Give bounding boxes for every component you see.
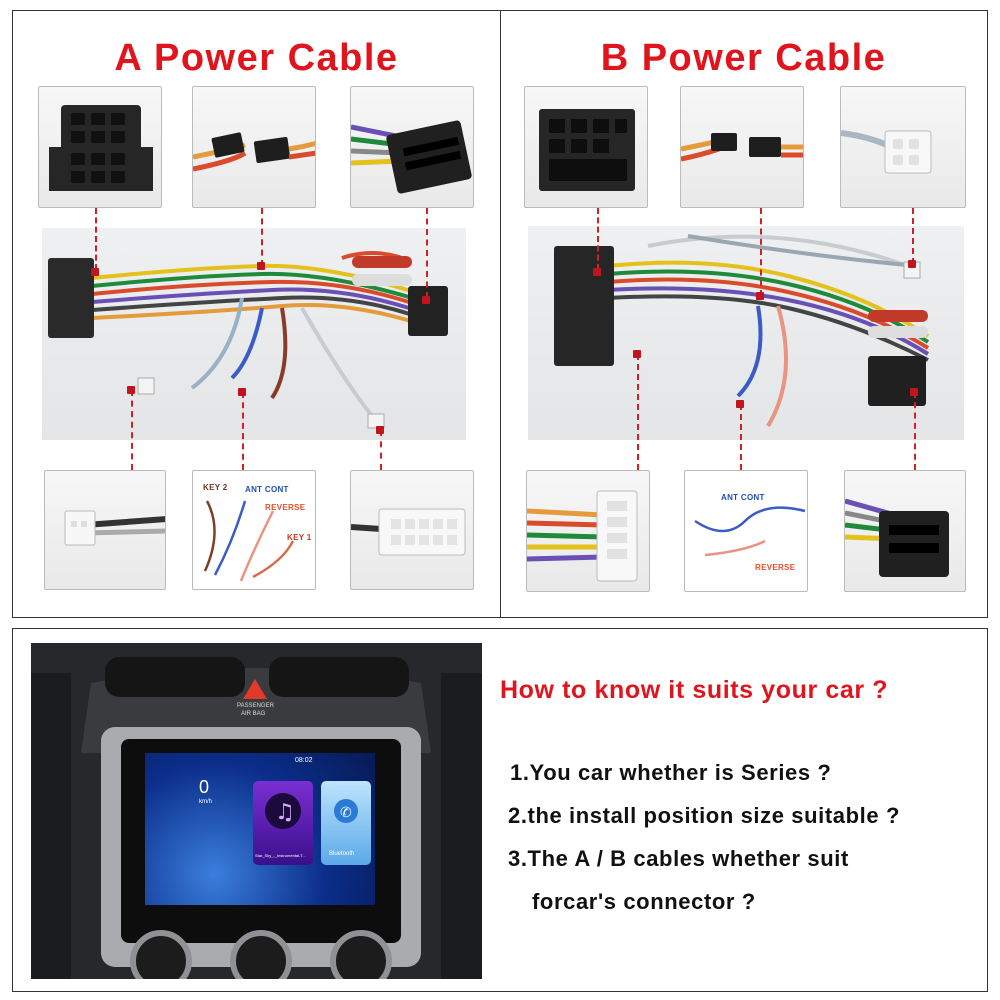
a-leader-power (261, 208, 263, 266)
a-iso-connector-image (38, 86, 162, 208)
bluetooth-label: Bluetooth (329, 851, 355, 857)
b-radio-connector-image (844, 470, 966, 592)
svg-text:♫: ♫ (275, 800, 295, 825)
b-harness-image (528, 226, 964, 440)
b-wire-labels-image: ANT CONT REVERSE (684, 470, 808, 592)
b-quadlock-connector-image (524, 86, 648, 208)
b-leader-dot-wires (736, 400, 744, 408)
a-key2-label: KEY 2 (203, 483, 228, 492)
clock-display: 08:02 (295, 757, 313, 764)
a-harness-image (42, 228, 466, 440)
b-leader-dot-white-plug (908, 260, 916, 268)
b-leader-white-plug (912, 208, 914, 264)
a-key1-label: KEY 1 (287, 533, 312, 542)
panel-divider (500, 11, 501, 617)
b-white-multi-plug-image (526, 470, 650, 592)
b-reverse-label: REVERSE (755, 563, 796, 572)
a-leader-white-plug (380, 430, 382, 470)
a-leader-dot-small-plug (127, 386, 135, 394)
a-white-multi-plug-image (350, 470, 474, 590)
music-caption: Star_Sky_-_Instrumental-T... (255, 853, 306, 858)
b-leader-dot-radio (910, 388, 918, 396)
requirement-3-continued: forcar's connector ? (532, 889, 756, 914)
b-power-cable-title: B Power Cable (600, 37, 887, 79)
a-small-white-plug-image (44, 470, 166, 590)
compatibility-question: How to know it suits your car ? (500, 676, 889, 704)
a-leader-dot-iso (91, 268, 99, 276)
a-leader-small-plug (131, 390, 133, 470)
a-reverse-label: REVERSE (265, 503, 306, 512)
a-power-plug-image (192, 86, 316, 208)
b-leader-dot-quadlock (593, 268, 601, 276)
a-radio-connector-image (350, 86, 474, 208)
head-unit-screen: 08:02 0 km/h ♫ Star_Sky_-_Instrumental-T… (145, 753, 375, 905)
a-leader-dot-white-plug (376, 426, 384, 434)
b-ant-cont-label: ANT CONT (721, 493, 765, 502)
a-leader-iso (95, 208, 97, 270)
a-leader-wires (242, 392, 244, 470)
b-leader-wires (740, 404, 742, 470)
a-power-cable-title: A Power Cable (114, 37, 399, 79)
b-power-plug-image (680, 86, 804, 208)
car-dashboard-photo: PASSENGER AIR BAG 08:02 0 km/h ♫ Star_Sk… (31, 643, 482, 979)
requirement-3: 3.The A / B cables whether suit (508, 846, 849, 871)
a-leader-dot-power (257, 262, 265, 270)
svg-text:✆: ✆ (340, 805, 352, 821)
music-app-tile[interactable]: ♫ Star_Sky_-_Instrumental-T... (253, 781, 313, 865)
b-leader-white-multi-plug (637, 354, 639, 470)
requirement-1: 1.You car whether is Series ? (510, 760, 832, 785)
b-leader-radio (914, 392, 916, 470)
speed-value: 0 (199, 777, 210, 797)
bluetooth-app-tile[interactable]: ✆ Bluetooth (321, 781, 371, 865)
requirement-2: 2.the install position size suitable ? (508, 803, 900, 828)
a-ant-cont-label: ANT CONT (245, 485, 289, 494)
a-wire-labels-image: KEY 2 ANT CONT REVERSE KEY 1 (192, 470, 316, 590)
speed-unit: km/h (199, 799, 213, 805)
b-leader-dot-white-multi-plug (633, 350, 641, 358)
b-white-plug-image (840, 86, 966, 208)
b-leader-dot-power (756, 292, 764, 300)
b-leader-power (760, 208, 762, 296)
b-leader-quadlock (597, 208, 599, 270)
airbag-label-line-2: AIR BAG (241, 711, 266, 717)
a-leader-radio (426, 208, 428, 298)
airbag-label-line-1: PASSENGER (237, 703, 274, 709)
a-leader-dot-radio (422, 296, 430, 304)
a-leader-dot-wires (238, 388, 246, 396)
